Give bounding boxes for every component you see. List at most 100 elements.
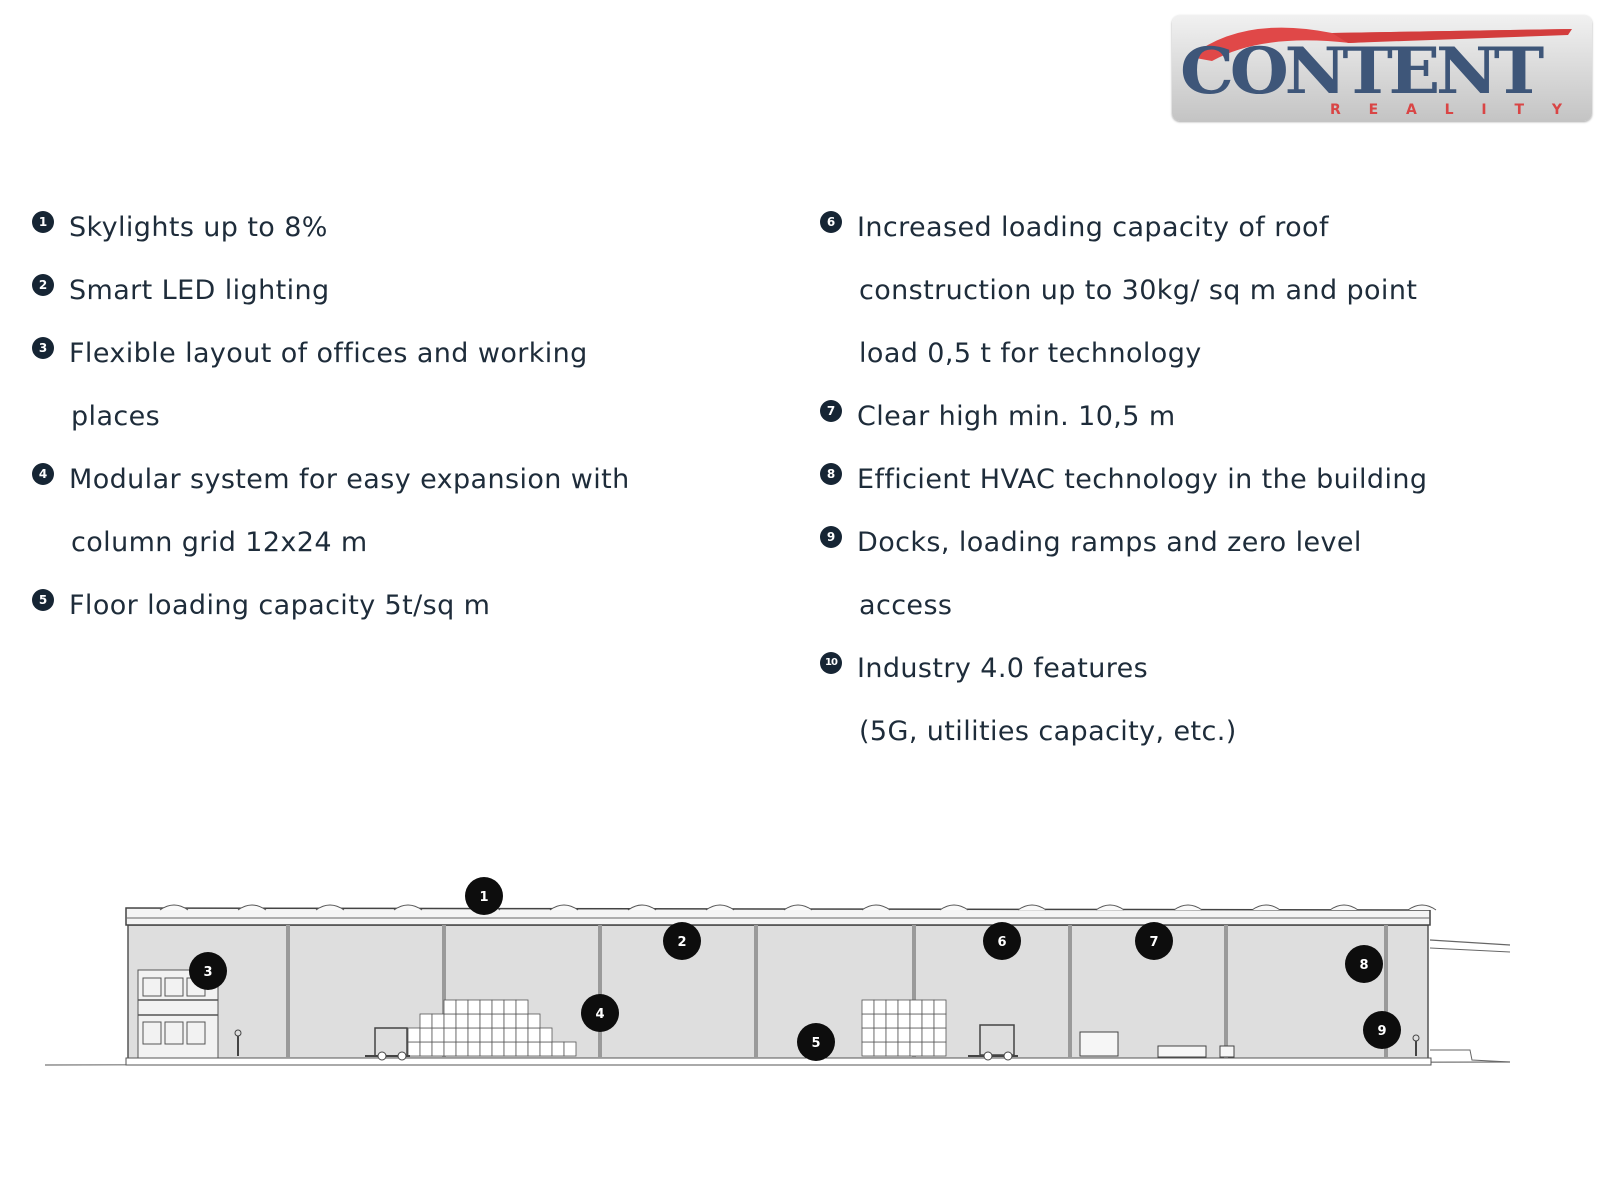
pallet-box: [861, 999, 875, 1015]
marker-badge: [1135, 922, 1173, 960]
pallet-box: [467, 1041, 481, 1057]
person-figure: [234, 1029, 242, 1056]
pallet-box: [407, 1041, 421, 1057]
pallet-box: [503, 1041, 517, 1057]
feature-text-line: construction up to 30kg/ sq m and point: [859, 275, 1418, 306]
pallet-box: [909, 999, 923, 1015]
feature-number-badge: 2: [32, 274, 54, 296]
crate-icon: [1219, 1045, 1235, 1058]
pallet-box: [419, 1013, 433, 1029]
feature-number-badge: 3: [32, 337, 54, 359]
pallet-box: [419, 1027, 433, 1043]
skylight-icon: [315, 904, 345, 911]
pallet-box: [933, 1013, 947, 1029]
feature-text-line: places: [71, 401, 161, 432]
pallet-box: [455, 1041, 469, 1057]
pallet-box: [479, 999, 493, 1015]
pallet-box: [443, 1013, 457, 1029]
pallet-box: [921, 1027, 935, 1043]
column-icon: [598, 925, 602, 1058]
marker-badge: [983, 922, 1021, 960]
skylight-icon: [1017, 904, 1047, 911]
pallet-box: [527, 1041, 541, 1057]
marker-label: 8: [1359, 958, 1368, 973]
pallet-box: [551, 1041, 565, 1057]
diagram-marker-2: 2: [663, 922, 701, 960]
feature-number-badge: 9: [820, 526, 842, 548]
feature-text-line: Smart LED lighting: [69, 275, 330, 306]
forklift-icon: [968, 1024, 1018, 1061]
pallet-box: [467, 999, 481, 1015]
column-icon: [1384, 925, 1388, 1058]
marker-badge: [581, 994, 619, 1032]
pallet-box: [909, 1027, 923, 1043]
feature-number-badge: 7: [820, 400, 842, 422]
pallet-box: [431, 1041, 445, 1057]
pallet-box: [933, 999, 947, 1015]
marker-badge: [189, 952, 227, 990]
marker-label: 4: [595, 1007, 604, 1022]
pallet-box: [407, 1027, 421, 1043]
pallet-box: [443, 1041, 457, 1057]
feature-number-badge: 6: [820, 211, 842, 233]
pallet-box: [455, 1013, 469, 1029]
pallet-box: [909, 1041, 923, 1057]
skylight-icon: [393, 904, 423, 911]
pallet-box: [419, 1041, 433, 1057]
pallet-box: [885, 1027, 899, 1043]
skylight-icon: [237, 904, 267, 911]
skylight-icon: [705, 904, 735, 911]
pallet-box: [515, 1041, 529, 1057]
pallet-box: [897, 999, 911, 1015]
pallet-box: [527, 1027, 541, 1043]
pallet-box: [861, 1013, 875, 1029]
pallet-box: [491, 1041, 505, 1057]
pallet-box: [861, 1041, 875, 1057]
pallet-box: [873, 1013, 887, 1029]
skylight-icon: [627, 904, 657, 911]
feature-number-badge: 8: [820, 463, 842, 485]
person-figure: [1412, 1034, 1420, 1056]
pallet-box: [873, 1027, 887, 1043]
pallet-box: [897, 1041, 911, 1057]
skylight-icon: [1329, 904, 1359, 911]
pallet-box: [873, 999, 887, 1015]
feature-text-line: Clear high min. 10,5 m: [857, 401, 1176, 432]
pallet-box: [431, 1013, 445, 1029]
pallet-box: [539, 1041, 553, 1057]
skylight-icon: [1095, 904, 1125, 911]
pallet-box: [503, 1013, 517, 1029]
feature-text-line: (5G, utilities capacity, etc.): [859, 716, 1237, 747]
marker-badge: [465, 877, 503, 915]
column-icon: [912, 925, 916, 1058]
pallet-box: [479, 1027, 493, 1043]
feature-item-7: 7 Clear high min. 10,5 m: [820, 387, 1580, 450]
feature-number-badge: 1: [32, 211, 54, 233]
pallet-box: [467, 1027, 481, 1043]
marker-label: 7: [1149, 935, 1158, 950]
crate-icon: [1157, 1045, 1207, 1058]
feature-text-line: load 0,5 t for technology: [859, 338, 1202, 369]
skylight-icon: [159, 904, 189, 911]
feature-text-line: Flexible layout of offices and working: [69, 338, 588, 369]
marker-label: 3: [203, 965, 212, 980]
column-icon: [1068, 925, 1072, 1058]
skylight-icon: [939, 904, 969, 911]
skylight-icon: [783, 904, 813, 911]
diagram-marker-5: 5: [797, 1023, 835, 1061]
column-icon: [286, 925, 290, 1058]
pallet-stacks: [407, 999, 947, 1057]
feature-text-line: Modular system for easy expansion with: [69, 464, 630, 495]
marker-label: 2: [677, 935, 686, 950]
skylight-icon: [1407, 904, 1437, 911]
content-reality-logo: CONTENT R E A L I T Y: [1172, 15, 1592, 121]
pallet-box: [527, 1013, 541, 1029]
pallet-box: [515, 999, 529, 1015]
